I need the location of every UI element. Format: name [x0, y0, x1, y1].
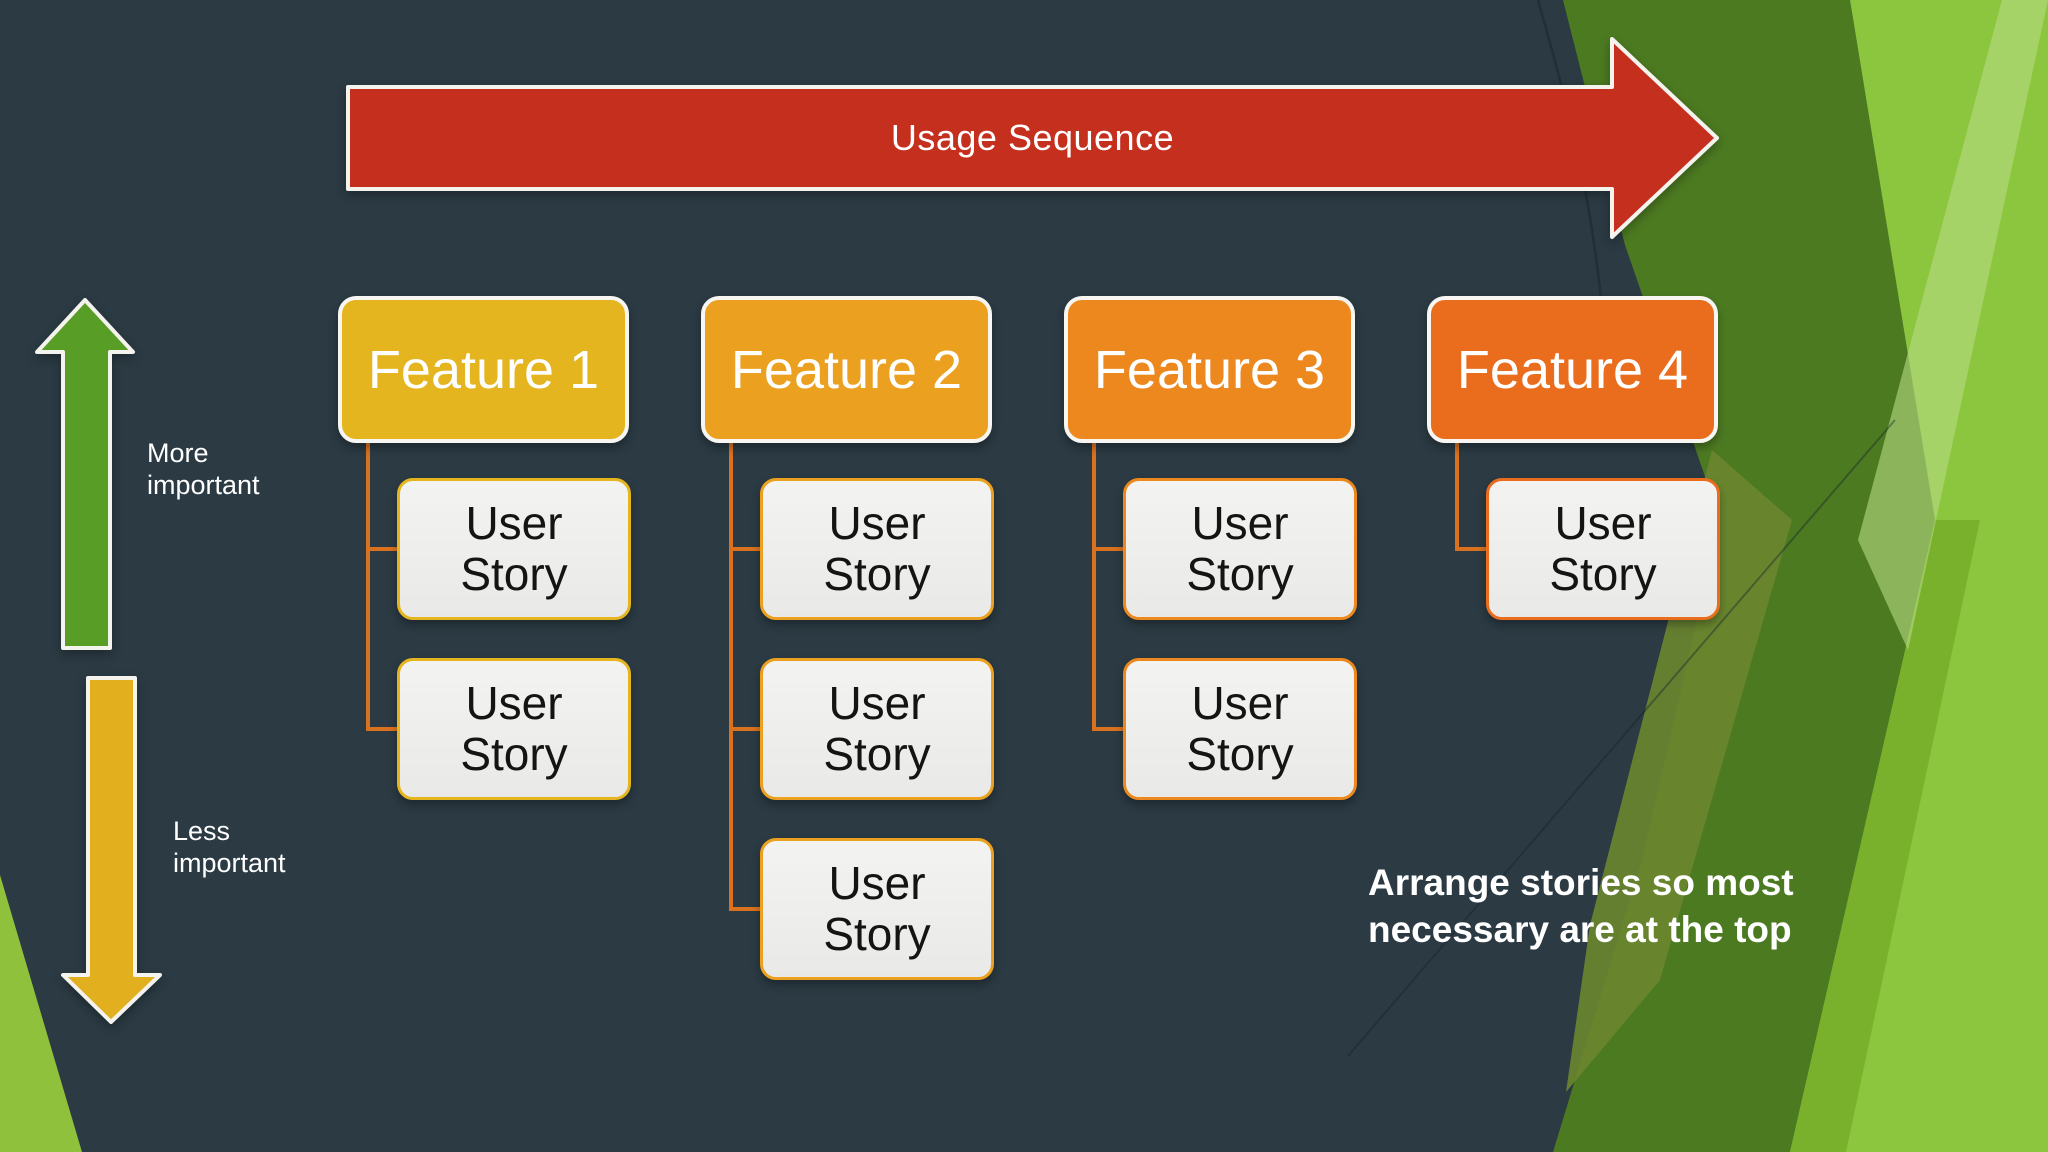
more-important-label: More important: [147, 438, 260, 501]
user-story-box: User Story: [397, 658, 631, 800]
connector-feature1-vertical: [366, 443, 370, 731]
less-important-label: Less important: [173, 816, 286, 879]
facet-seam-line-bottom: [1347, 419, 1896, 1057]
more-important-up-arrow: [35, 298, 135, 650]
connector-feature1-story1: [366, 547, 397, 551]
facet-olive-band: [1566, 450, 1792, 1092]
user-story-box: User Story: [760, 478, 994, 620]
user-story-box: User Story: [1123, 478, 1357, 620]
annotation-text: Arrange stories so most necessary are at…: [1368, 862, 1794, 950]
connector-feature3-story1: [1092, 547, 1123, 551]
facet-pale-sliver: [1858, 0, 2048, 650]
connector-feature2-story3: [729, 907, 760, 911]
user-story-box: User Story: [760, 658, 994, 800]
connector-feature2-vertical: [729, 443, 733, 911]
connector-feature3-vertical: [1092, 443, 1096, 731]
connector-feature2-story1: [729, 547, 760, 551]
feature-box-2: Feature 2: [701, 296, 992, 443]
less-important-down-arrow: [61, 676, 162, 1024]
connector-feature4-story1: [1455, 547, 1486, 551]
user-story-box: User Story: [1486, 478, 1720, 620]
usage-sequence-label: Usage Sequence: [890, 117, 1175, 158]
user-story-box: User Story: [760, 838, 994, 980]
connector-feature4-vertical: [1455, 443, 1459, 551]
connector-feature2-story2: [729, 727, 760, 731]
usage-sequence-arrow: [346, 37, 1719, 239]
user-story-box: User Story: [397, 478, 631, 620]
feature-box-3: Feature 3: [1064, 296, 1355, 443]
feature-box-4: Feature 4: [1427, 296, 1718, 443]
corner-wedge-green: [0, 875, 82, 1152]
connector-feature3-story2: [1092, 727, 1123, 731]
feature-box-1: Feature 1: [338, 296, 629, 443]
user-story-box: User Story: [1123, 658, 1357, 800]
connector-feature1-story2: [366, 727, 397, 731]
facet-bright-green: [1790, 520, 1980, 1152]
